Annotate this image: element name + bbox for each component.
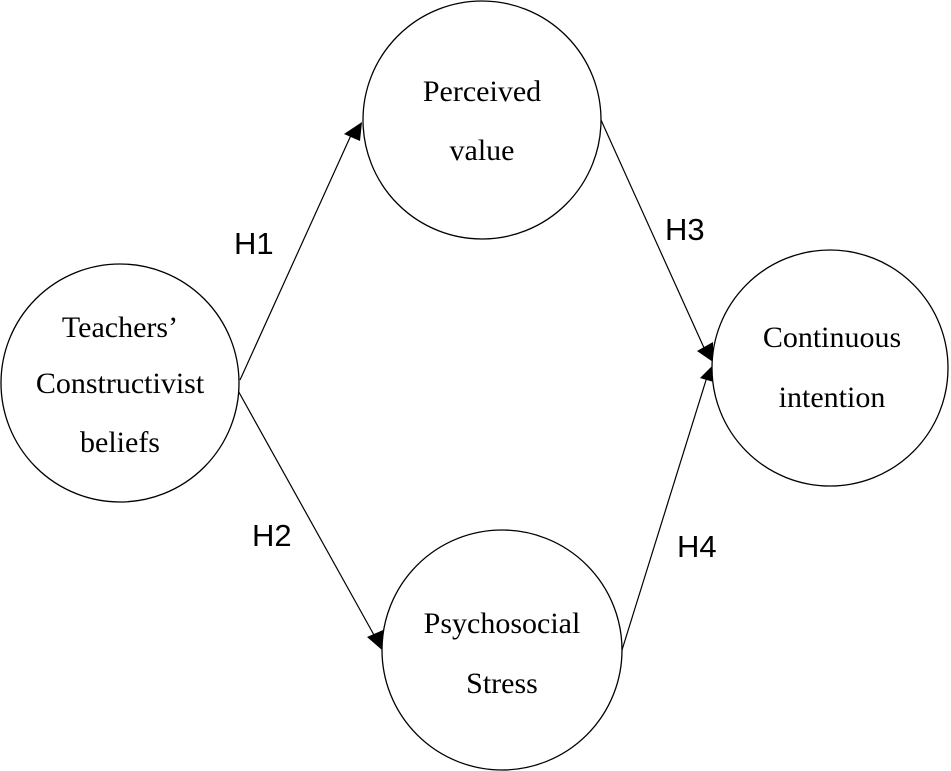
node-label-line: Perceived xyxy=(423,75,541,108)
node-label-line: Constructivist xyxy=(36,367,205,400)
node-label-line: value xyxy=(450,134,515,167)
node-label-line: beliefs xyxy=(80,426,160,459)
edge-h1 xyxy=(239,132,353,381)
hypothesis-label-h3: H3 xyxy=(665,212,705,247)
node-perceived-value: Perceived value xyxy=(362,0,602,240)
node-label-line: Psychosocial xyxy=(424,607,581,640)
node-psychosocial-stress: Psychosocial Stress xyxy=(381,529,623,771)
node-circle xyxy=(362,0,602,240)
node-label-line: Continuous xyxy=(763,321,901,354)
arrowhead-h3 xyxy=(697,342,713,362)
hypothesis-label-h2: H2 xyxy=(252,518,292,553)
hypothesis-label-h1: H1 xyxy=(234,226,274,261)
edge-h2 xyxy=(235,386,375,636)
arrowhead-h2 xyxy=(367,630,383,650)
hypothesis-label-h4: H4 xyxy=(677,529,717,564)
node-continuous-intention: Continuous intention xyxy=(711,249,949,487)
node-circle xyxy=(0,263,240,503)
node-label-line: intention xyxy=(779,381,886,414)
arrowhead-h1 xyxy=(344,122,362,141)
node-teachers-constructivist-beliefs: Teachers’ Constructivist beliefs xyxy=(0,263,240,503)
node-label-line: Teachers’ xyxy=(62,311,178,344)
node-circle xyxy=(381,529,623,771)
node-circle xyxy=(711,249,949,487)
edge-h3 xyxy=(600,119,706,351)
node-label-line: Stress xyxy=(466,667,538,700)
edge-h4 xyxy=(621,376,708,651)
